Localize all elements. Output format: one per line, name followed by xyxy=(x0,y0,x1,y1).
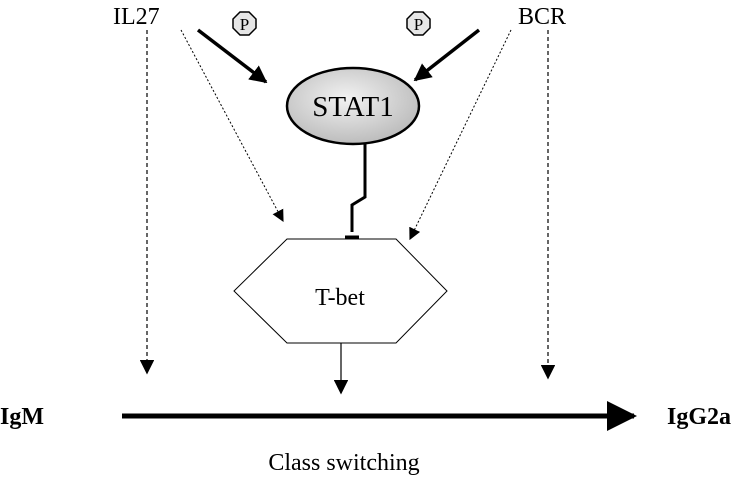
phospho-badge-right-text: P xyxy=(414,15,423,34)
igg2a-label: IgG2a xyxy=(667,404,731,430)
bcr-label: BCR xyxy=(518,4,566,30)
dotted-arrow-il27-to-tbet xyxy=(180,29,284,223)
stat1-ellipse xyxy=(285,66,421,146)
stat1-label: STAT1 xyxy=(312,91,393,123)
tbet-hexagon xyxy=(233,238,448,344)
dotted-arrow-bcr-to-tbet xyxy=(409,29,512,241)
arrow-bcr-to-stat1 xyxy=(413,28,481,82)
phospho-badge-right: P xyxy=(406,11,431,36)
il27-label: IL27 xyxy=(113,4,160,30)
phospho-badge-left-text: P xyxy=(240,15,249,34)
class-switching-caption: Class switching xyxy=(268,450,419,476)
connector-stat1-to-tbet xyxy=(350,144,367,232)
stat1-node: STAT1 xyxy=(285,66,421,146)
tbet-node: T-bet xyxy=(233,238,448,344)
phospho-badge-left: P xyxy=(232,11,257,36)
igm-label: IgM xyxy=(0,404,44,430)
phospho-badge-left-octagon xyxy=(232,11,257,36)
phospho-badge-right-octagon xyxy=(406,11,431,36)
tbet-label: T-bet xyxy=(315,285,365,311)
arrow-il27-to-stat1 xyxy=(196,28,268,84)
